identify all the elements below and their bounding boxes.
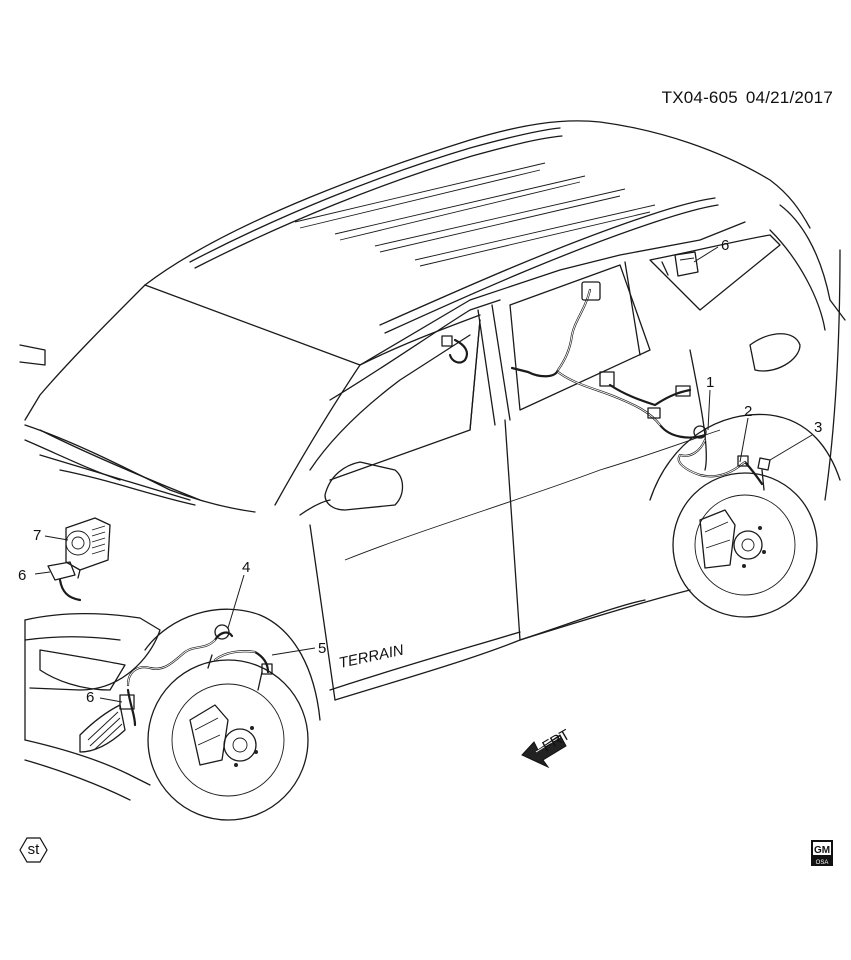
gm-logo-text: GM — [814, 845, 830, 856]
harness-clip-rear — [661, 251, 699, 277]
gm-logo-subtext: OSA — [816, 860, 829, 866]
abs-module — [65, 517, 111, 579]
callout-1: 1 — [706, 374, 714, 391]
callout-7: 7 — [33, 527, 41, 544]
vehicle-outline — [19, 120, 846, 801]
front-wheel-speed-sensor-harness — [119, 624, 273, 727]
st-hexagon-icon: st — [19, 837, 48, 863]
front-wheel — [147, 659, 309, 821]
diagram-date: 04/21/2017 — [745, 88, 833, 107]
callout-5: 5 — [318, 640, 326, 657]
callout-2: 2 — [744, 403, 752, 420]
callout-6-left: 6 — [18, 567, 26, 584]
rear-wheel — [672, 472, 818, 618]
callout-4: 4 — [242, 559, 250, 576]
harness-bracket-left — [47, 561, 82, 602]
callout-6-rear: 6 — [721, 237, 729, 254]
rear-door-harness — [441, 281, 707, 439]
gm-logo-icon: GM OSA — [811, 840, 833, 866]
rear-wheel-speed-sensor-harness — [677, 425, 771, 491]
st-symbol-label: st — [28, 841, 41, 858]
diagram-code: TX04-605 — [661, 88, 738, 107]
vehicle-badge: TERRAIN — [337, 642, 405, 672]
diagram-header: TX04-605 04/21/2017 — [654, 88, 833, 108]
front-direction-arrow-icon: FRT — [521, 726, 573, 769]
callout-6-front: 6 — [86, 689, 94, 706]
callout-3: 3 — [814, 419, 822, 436]
callout-leaders — [34, 246, 813, 703]
